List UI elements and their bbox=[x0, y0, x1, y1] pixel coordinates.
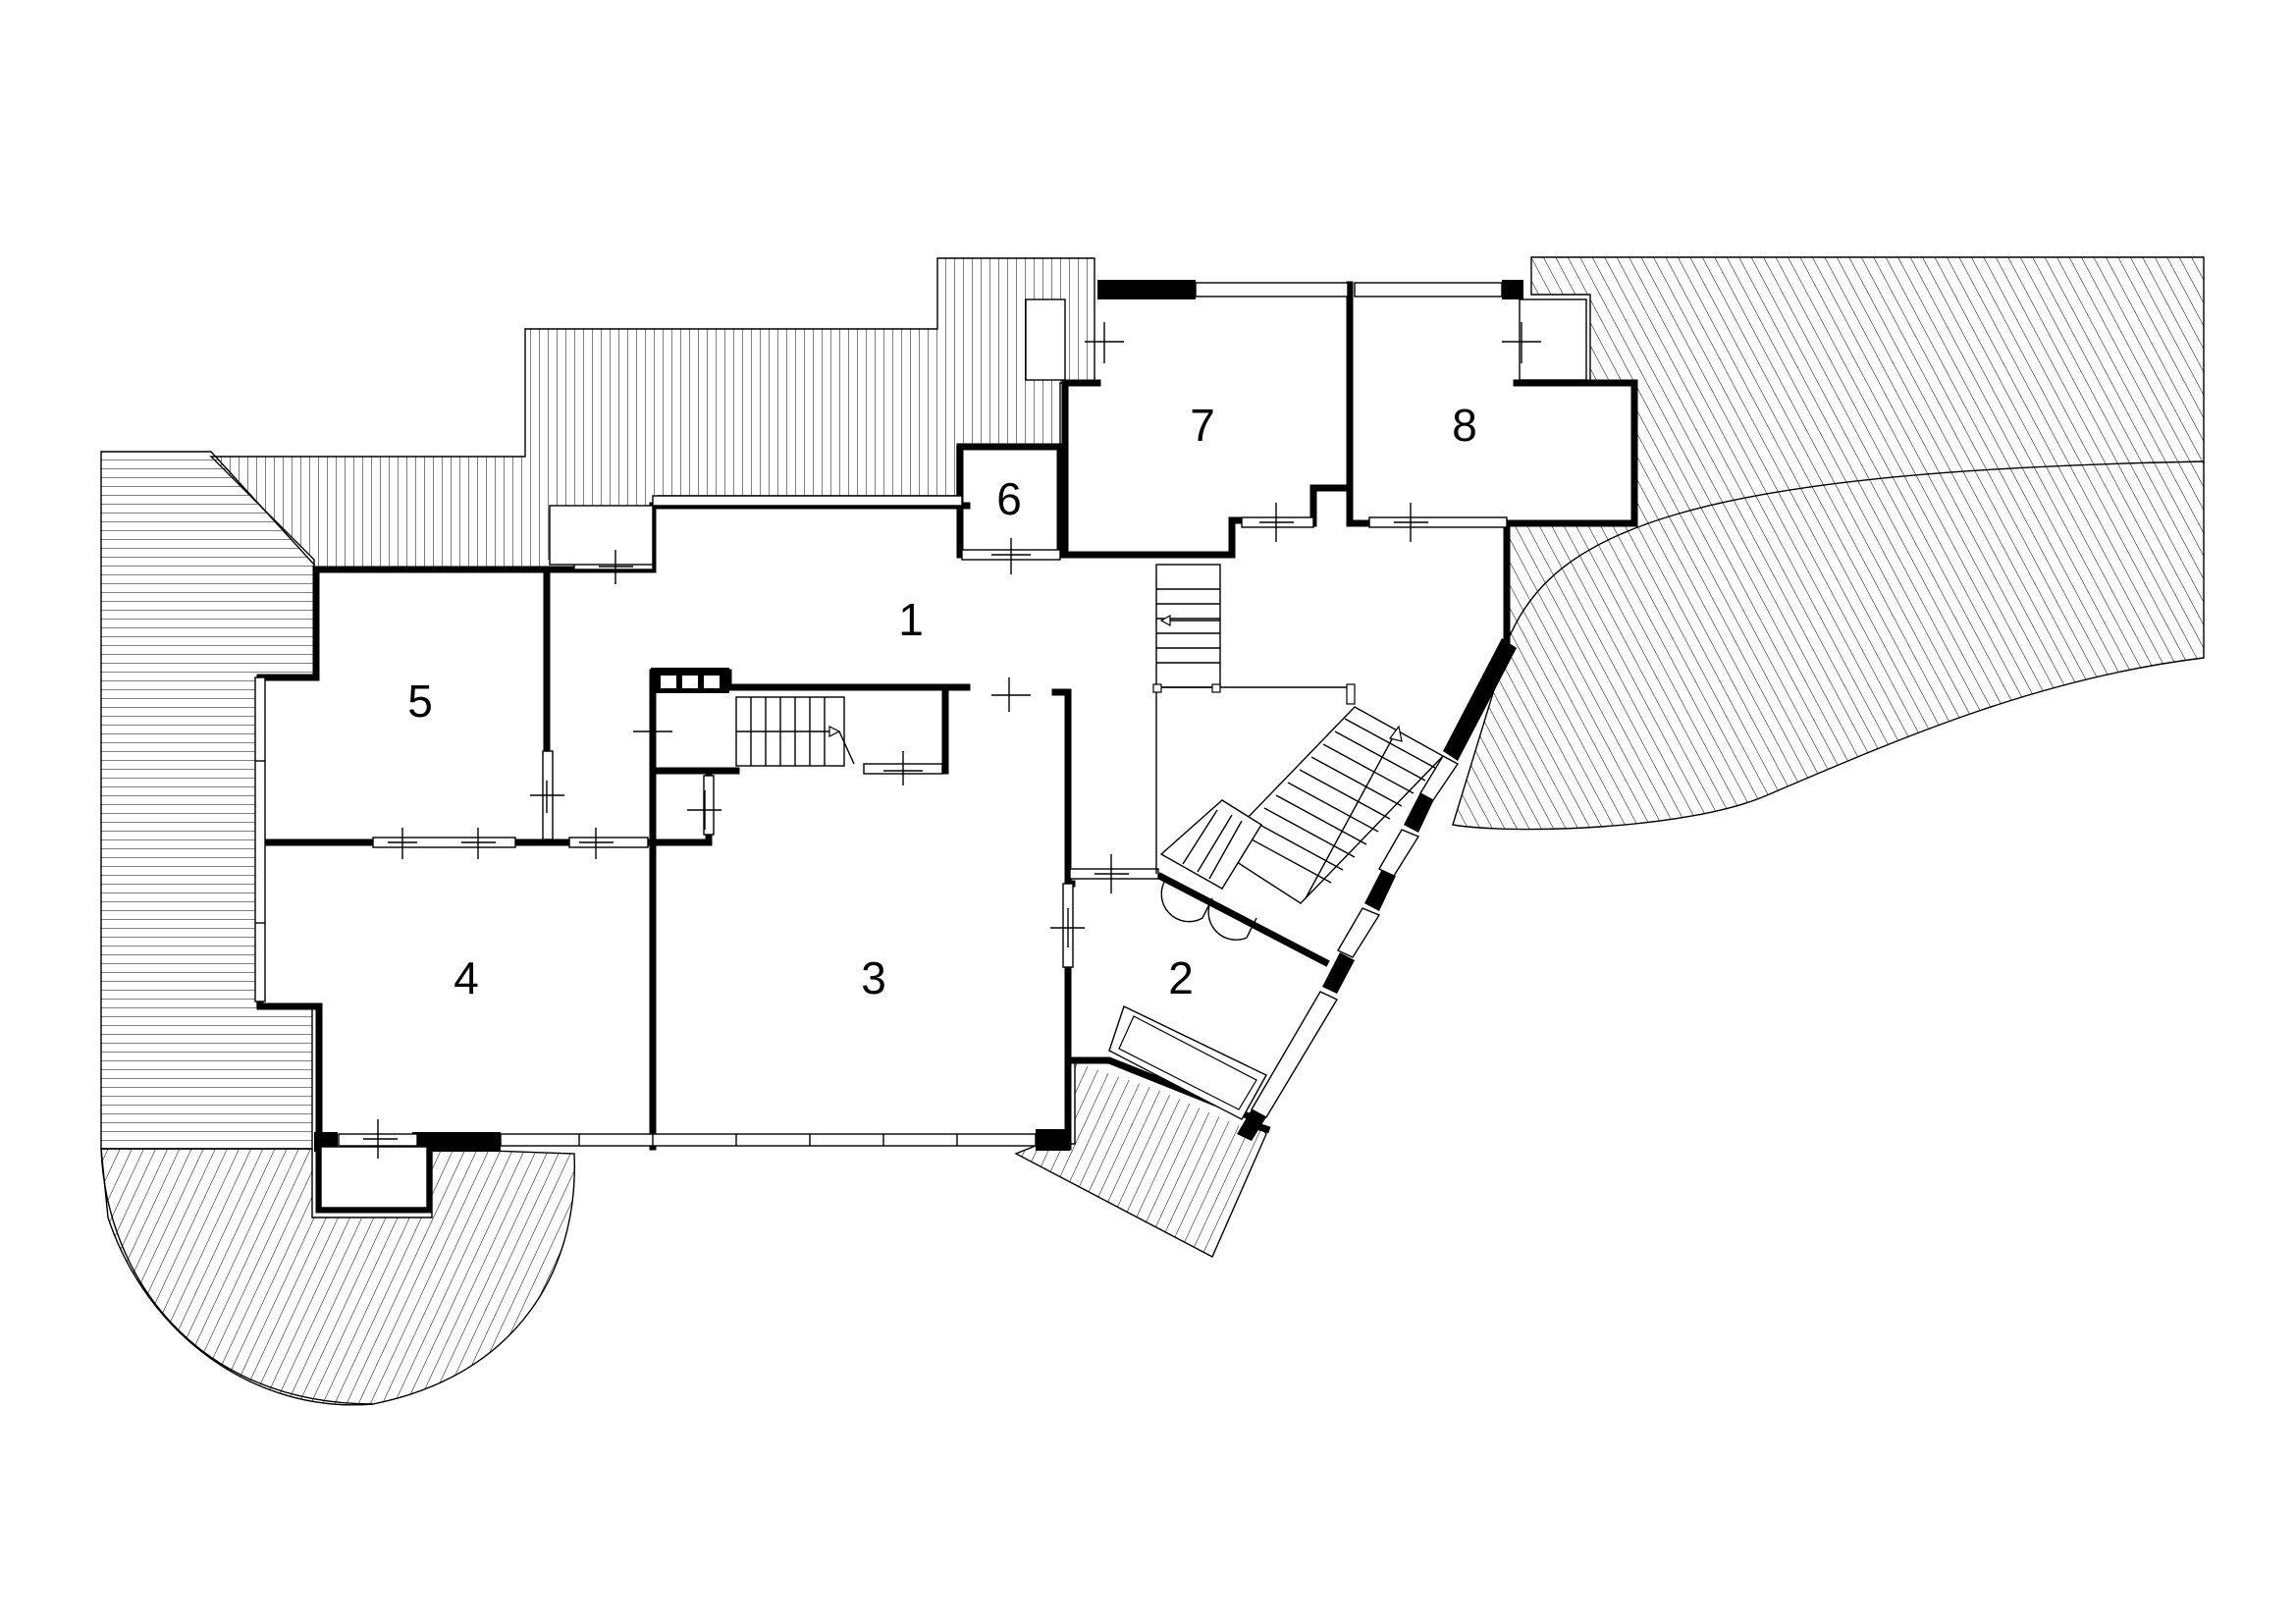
room-label-4: 4 bbox=[454, 952, 479, 1003]
room-label-3: 3 bbox=[861, 952, 886, 1003]
room-label-2: 2 bbox=[1168, 952, 1194, 1003]
room-label-6: 6 bbox=[996, 473, 1022, 524]
balconies bbox=[320, 298, 1587, 1209]
room-label-5: 5 bbox=[407, 676, 433, 727]
room-label-8: 8 bbox=[1452, 400, 1477, 451]
windows bbox=[254, 282, 1508, 1147]
staircase bbox=[735, 564, 1445, 904]
door-markers bbox=[363, 322, 1541, 1159]
bathtub bbox=[1108, 1005, 1267, 1120]
terrace-southwest-curve bbox=[100, 1148, 575, 1406]
door-swings bbox=[1160, 878, 1257, 941]
terrace-east-curve bbox=[1452, 256, 2205, 831]
room-label-7: 7 bbox=[1190, 400, 1215, 451]
room-label-1: 1 bbox=[898, 594, 924, 645]
